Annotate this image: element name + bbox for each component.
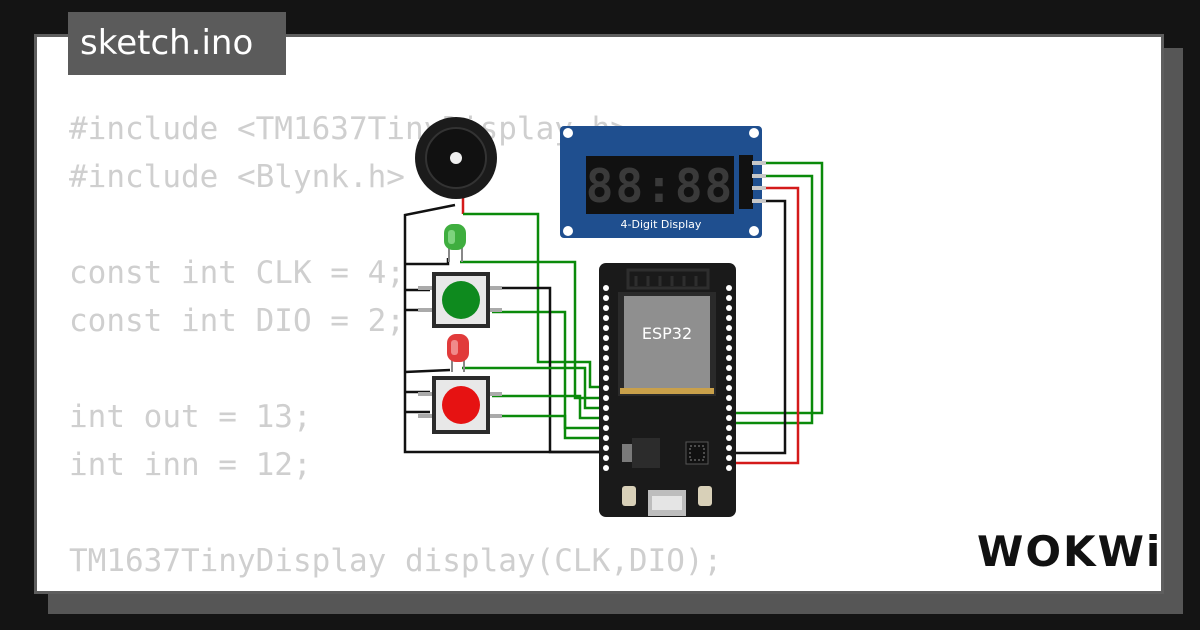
code-line: #include <Blynk.h> <box>69 159 405 195</box>
right-pin-header <box>726 285 732 471</box>
green-led-icon <box>444 224 466 262</box>
code-preview: #include <TM1637TinyDisplay.h>#include <… <box>69 105 722 585</box>
ground-wire <box>404 368 451 374</box>
red-led-icon <box>447 334 469 372</box>
gnd-wire <box>728 199 787 455</box>
code-line: const int DIO = 2; <box>69 303 405 339</box>
left-pin-header <box>603 285 609 471</box>
wokwi-logo: WOKWi <box>977 527 1163 576</box>
wires <box>403 161 824 465</box>
signal-wire <box>460 260 604 400</box>
signal-wire <box>492 394 604 420</box>
code-line: int inn = 12; <box>69 447 312 483</box>
green-pushbutton-icon <box>418 272 502 328</box>
clk-wire <box>728 161 824 415</box>
vcc-wire <box>728 186 800 465</box>
code-line: const int CLK = 4; <box>69 255 405 291</box>
ground-wire <box>405 258 450 266</box>
signal-wire <box>492 414 604 430</box>
dio-wire <box>728 174 814 425</box>
signal-wire <box>492 286 600 454</box>
buzzer-icon <box>415 117 497 199</box>
signal-wire <box>462 366 604 410</box>
four-digit-display: 88:88 4-Digit Display <box>560 126 766 238</box>
ground-wire <box>403 203 600 454</box>
code-line: int out = 13; <box>69 399 312 435</box>
mcu-label: ESP32 <box>642 324 692 343</box>
sketch-title-tab: sketch.ino <box>68 12 286 75</box>
esp32-board: ESP32 <box>599 263 736 517</box>
signal-wire <box>492 310 604 440</box>
display-digits: 88:88 <box>586 159 734 213</box>
red-pushbutton-icon <box>418 376 502 434</box>
display-label: 4-Digit Display <box>621 218 702 231</box>
code-line: TM1637TinyDisplay display(CLK,DIO); <box>69 543 723 579</box>
sketch-title: sketch.ino <box>80 23 254 63</box>
